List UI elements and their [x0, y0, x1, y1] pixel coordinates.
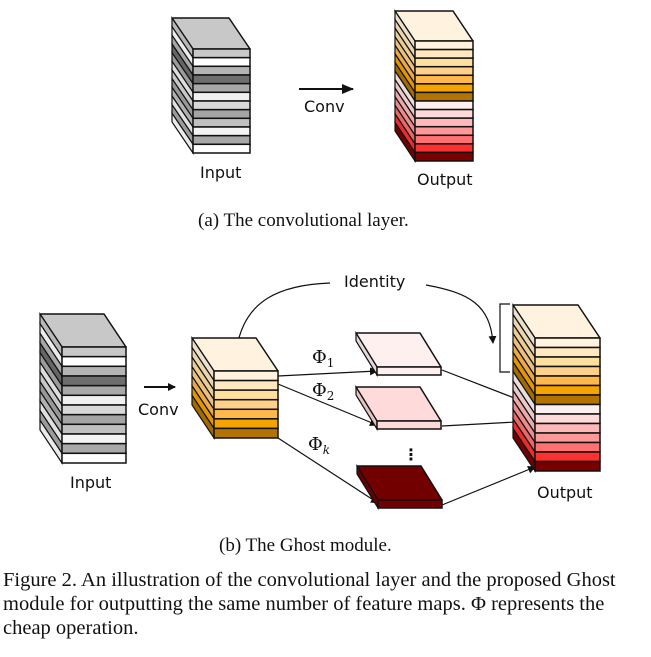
a-input-feature-map	[192, 134, 251, 146]
subfig-b-input-label: Input	[70, 473, 111, 492]
intrinsic-feature-map	[213, 389, 279, 401]
a-output-feature-map	[414, 83, 474, 94]
a-output-feature-map	[414, 125, 474, 137]
subfig-b-output-label: Output	[537, 483, 593, 502]
a-input-feature-map	[192, 91, 251, 102]
b-input-feature-map	[61, 384, 127, 397]
phi1-label: Φ1	[312, 347, 334, 370]
slabk-to-output-arrow	[441, 465, 536, 506]
a-output-feature-map	[414, 40, 474, 51]
slab-front-face	[376, 420, 442, 430]
identity-label: Identity	[344, 272, 405, 291]
a-output-feature-map	[414, 117, 474, 128]
slab-front-face	[377, 499, 443, 509]
subfig-a-output-stack	[394, 9, 474, 163]
b-output-feature-map	[534, 384, 601, 396]
ghost-map-slab-2	[355, 384, 442, 432]
ellipsis: ⋮	[403, 445, 419, 464]
identity-curve-right	[425, 284, 497, 344]
b-input-feature-map	[61, 452, 127, 464]
subfig-a-conv-label: Conv	[304, 97, 345, 116]
intrinsic-feature-map	[213, 418, 279, 430]
a-output-feature-map	[414, 143, 474, 154]
b-input-feature-map	[61, 355, 127, 368]
subfig-b-conv-label: Conv	[138, 400, 179, 419]
ghost-map-slab-1	[355, 330, 442, 378]
b-input-feature-map	[61, 442, 127, 455]
b-output-feature-map	[534, 403, 601, 415]
svg-text:Φ2: Φ2	[312, 380, 334, 403]
subfig-a-output-label: Output	[417, 170, 473, 189]
b-input-feature-map	[61, 433, 127, 445]
a-input-feature-map	[192, 74, 251, 85]
a-input-feature-map	[192, 126, 251, 137]
phik-label: Φk	[308, 434, 330, 457]
b-input-feature-map	[61, 365, 127, 377]
a-output-feature-map	[414, 134, 474, 145]
identity-bracket	[499, 303, 510, 373]
b-input-feature-map	[61, 346, 127, 358]
a-output-feature-map	[414, 65, 474, 77]
a-input-feature-map	[192, 48, 251, 59]
svg-text:Φk: Φk	[308, 434, 330, 457]
a-input-feature-map	[192, 65, 251, 76]
intrinsic-feature-map	[213, 408, 279, 420]
svg-text:Φ1: Φ1	[312, 347, 334, 370]
a-output-feature-map	[414, 48, 474, 59]
b-output-feature-map	[534, 441, 601, 453]
ghost-map-slab-k	[356, 463, 443, 511]
b-input-feature-map	[61, 413, 127, 426]
b-output-feature-map	[534, 422, 601, 434]
a-output-feature-map	[414, 108, 474, 119]
b-output-feature-map	[534, 413, 601, 425]
b-output-feature-map	[534, 346, 601, 358]
b-output-feature-map	[534, 337, 601, 349]
b-output-feature-map	[534, 460, 601, 472]
b-output-feature-map	[534, 365, 601, 377]
subfig-a-caption: (a) The convolutional layer.	[198, 210, 409, 231]
a-input-feature-map	[192, 82, 251, 94]
b-output-feature-map	[534, 375, 601, 387]
b-input-feature-map	[61, 375, 127, 387]
subfig-a-input-label: Input	[200, 163, 241, 182]
subfig-b-output-stack	[512, 303, 601, 473]
phi1-arrow	[277, 367, 378, 377]
a-input-feature-map	[192, 143, 251, 154]
b-input-feature-map	[61, 404, 127, 416]
a-output-feature-map	[414, 74, 474, 85]
b-output-feature-map	[534, 356, 601, 368]
a-input-feature-map	[192, 117, 251, 128]
intrinsic-feature-map	[213, 379, 279, 391]
b-output-feature-map	[534, 394, 601, 406]
b-output-feature-map	[534, 432, 601, 444]
identity-curve-left	[236, 282, 331, 348]
a-output-feature-map	[414, 100, 474, 111]
slab-front-face	[376, 366, 442, 376]
phi2-arrow	[277, 383, 378, 427]
figure-caption: Figure 2. An illustration of the convolu…	[3, 569, 616, 639]
a-output-feature-map	[414, 151, 474, 162]
a-output-feature-map	[414, 57, 474, 68]
intrinsic-feature-map	[213, 398, 279, 411]
a-input-feature-map	[192, 108, 251, 120]
subfig-b-input-stack	[39, 312, 127, 465]
a-input-feature-map	[192, 56, 251, 68]
b-output-feature-map	[534, 451, 601, 463]
a-input-feature-map	[192, 100, 251, 111]
intrinsic-feature-map	[213, 427, 279, 439]
phi2-label: Φ2	[312, 380, 334, 403]
phik-arrow	[277, 437, 379, 504]
subfig-a-input-stack	[171, 16, 251, 155]
b-input-feature-map	[61, 394, 127, 406]
subfig-b-caption: (b) The Ghost module.	[219, 535, 392, 556]
intrinsic-feature-maps	[191, 336, 279, 440]
a-output-feature-map	[414, 91, 474, 102]
intrinsic-feature-map	[213, 370, 279, 382]
b-input-feature-map	[61, 423, 127, 435]
